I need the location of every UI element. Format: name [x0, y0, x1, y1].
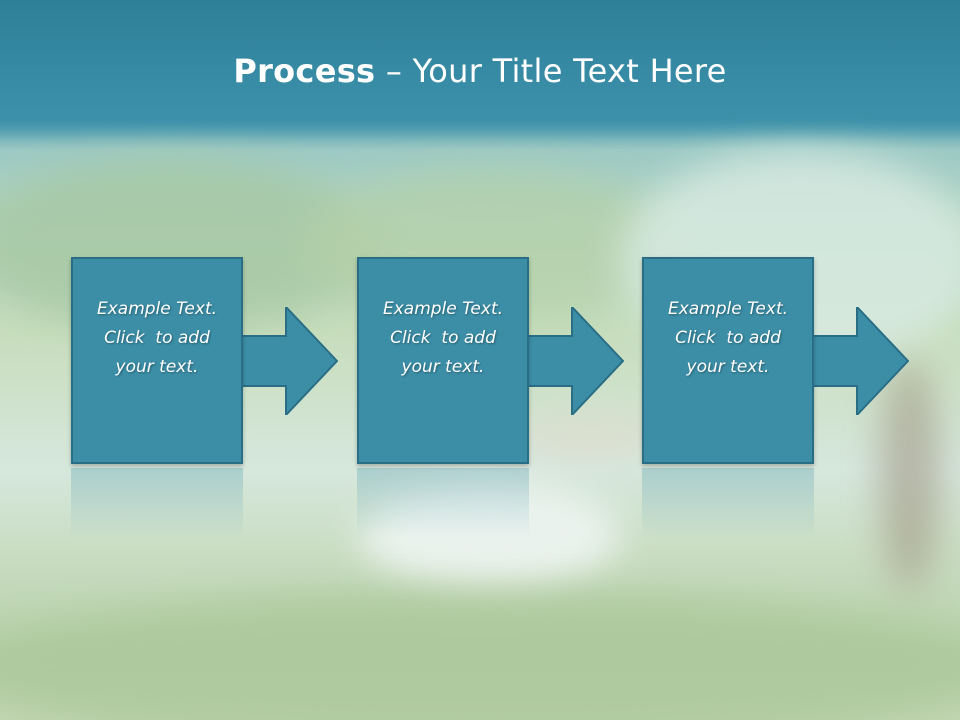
right-arrow-icon — [242, 307, 338, 415]
background-person-shirt — [360, 480, 620, 590]
step-box-3[interactable]: Example Text. Click to add your text. — [642, 257, 814, 464]
step-line: Example Text. — [667, 298, 789, 319]
step-text-2[interactable]: Example Text. Click to add your text. — [368, 295, 518, 382]
header-band — [0, 0, 960, 140]
title-bold: Process — [233, 52, 376, 90]
step-line: your text. — [401, 356, 485, 377]
slide-title: Process – Your Title Text Here — [0, 52, 960, 90]
step-line: Example Text. — [382, 298, 504, 319]
step-box-1[interactable]: Example Text. Click to add your text. — [71, 257, 243, 464]
box-reflection-2 — [357, 468, 529, 538]
right-arrow-icon — [528, 307, 624, 415]
step-line: your text. — [686, 356, 770, 377]
step-text-3[interactable]: Example Text. Click to add your text. — [653, 295, 803, 382]
step-line: Click to add — [675, 327, 781, 348]
background-person-arm — [520, 420, 660, 450]
box-reflection-1 — [71, 468, 243, 538]
right-arrow-icon — [813, 307, 909, 415]
background-grass — [0, 590, 960, 720]
box-reflection-3 — [642, 468, 814, 538]
title-rest: – Your Title Text Here — [375, 52, 727, 90]
step-line: Click to add — [390, 327, 496, 348]
background-person-hair — [880, 360, 940, 590]
step-line: your text. — [115, 356, 199, 377]
step-box-2[interactable]: Example Text. Click to add your text. — [357, 257, 529, 464]
step-line: Click to add — [104, 327, 210, 348]
step-line: Example Text. — [96, 298, 218, 319]
step-text-1[interactable]: Example Text. Click to add your text. — [82, 295, 232, 382]
